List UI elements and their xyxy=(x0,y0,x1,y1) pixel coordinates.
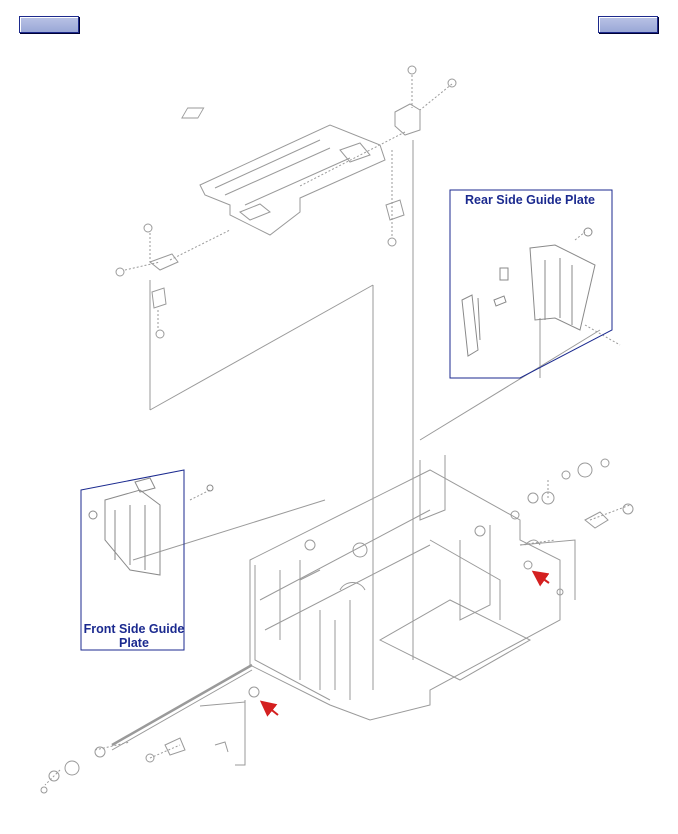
previous-page-button[interactable] xyxy=(19,16,79,33)
next-page-button[interactable] xyxy=(598,16,658,33)
front-side-guide-plate-label: Front Side Guide Plate xyxy=(83,622,185,650)
red-arrow-right xyxy=(531,570,550,587)
rear-callout-box xyxy=(449,189,613,379)
red-arrow-left xyxy=(259,700,279,717)
front-callout-box xyxy=(80,469,185,651)
rear-side-guide-plate-label: Rear Side Guide Plate xyxy=(465,193,595,207)
